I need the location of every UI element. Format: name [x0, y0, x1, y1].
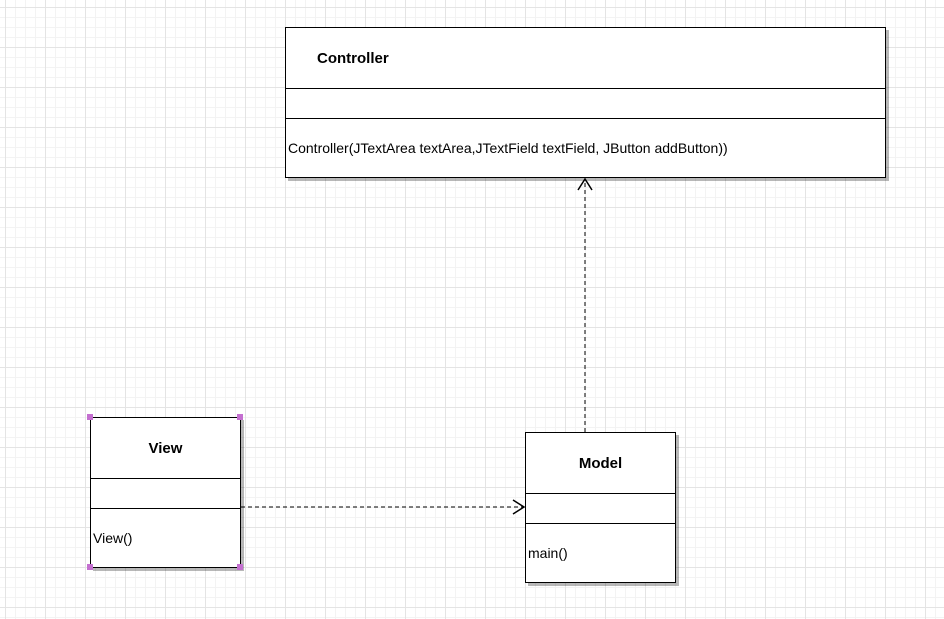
controller-attributes-section	[286, 89, 885, 119]
selection-handle-top-left[interactable]	[87, 414, 93, 420]
selection-handle-bottom-right[interactable]	[237, 564, 243, 570]
model-class-box[interactable]: Model main()	[525, 432, 676, 583]
model-class-name: Model	[526, 433, 675, 494]
view-to-model-arrowhead	[512, 499, 526, 515]
controller-operations-section: Controller(JTextArea textArea,JTextField…	[288, 140, 728, 156]
view-operations-section: View()	[93, 530, 133, 546]
view-class-box[interactable]: View View()	[90, 417, 241, 568]
model-operations-section: main()	[528, 545, 568, 561]
view-attributes-section	[91, 479, 240, 509]
view-class-name: View	[91, 418, 240, 479]
controller-class-name: Controller	[286, 28, 885, 89]
controller-class-box[interactable]: Controller Controller(JTextArea textArea…	[285, 27, 886, 178]
model-attributes-section	[526, 494, 675, 524]
selection-handle-top-right[interactable]	[237, 414, 243, 420]
model-to-controller-arrowhead	[577, 177, 593, 191]
selection-handle-bottom-left[interactable]	[87, 564, 93, 570]
